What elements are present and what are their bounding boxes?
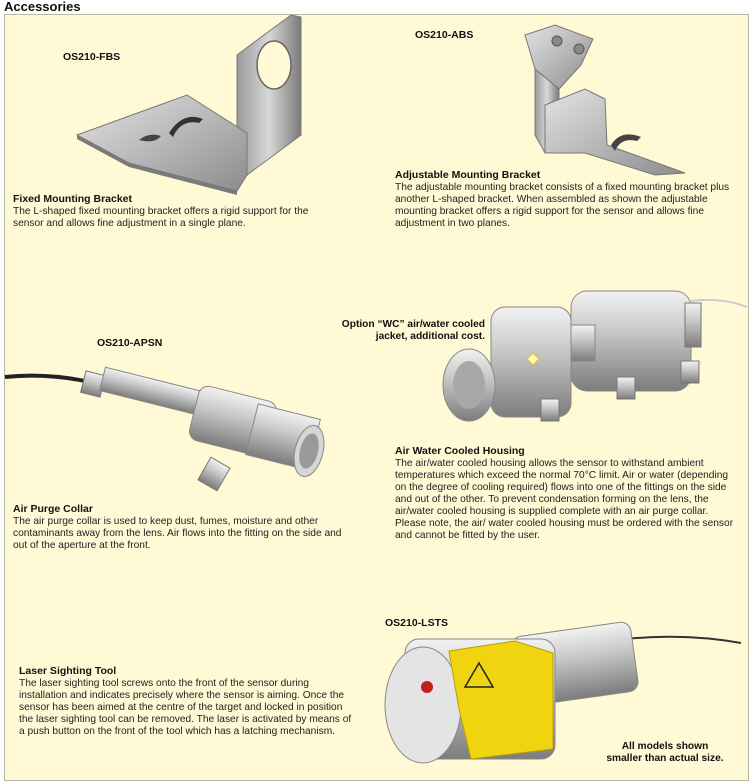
awch-title: Air Water Cooled Housing: [395, 445, 525, 457]
awch-description: The air/water cooled housing allows the …: [395, 458, 734, 541]
lsts-code: OS210-LSTS: [385, 617, 449, 629]
lsts-title: Laser Sighting Tool: [19, 665, 117, 677]
abs-title: Adjustable Mounting Bracket: [395, 169, 541, 181]
wc-option-line2: jacket, additional cost.: [375, 331, 485, 342]
air-water-cooled-housing-image: [442, 290, 748, 422]
adjustable-bracket-image: [524, 24, 686, 176]
air-purge-collar-image: [4, 366, 325, 492]
apsn-code: OS210-APSN: [97, 337, 163, 349]
lsts-description: The laser sighting tool screws onto the …: [19, 678, 352, 737]
laser-sighting-tool-image: [384, 621, 742, 764]
abs-text: Adjustable Mounting Bracket The adjustab…: [395, 169, 735, 230]
wc-option-caption: Option “WC” air/water cooled jacket, add…: [285, 319, 485, 343]
page-header: Accessories: [0, 0, 750, 14]
page-title: Accessories: [4, 0, 81, 14]
fbs-text: Fixed Mounting Bracket The L-shaped fixe…: [13, 193, 323, 230]
fbs-code: OS210-FBS: [63, 51, 121, 63]
fixed-bracket-image: [75, 14, 302, 195]
awch-text: Air Water Cooled Housing The air/water c…: [395, 445, 735, 542]
apsn-text: Air Purge Collar The air purge collar is…: [13, 503, 349, 552]
apsn-title: Air Purge Collar: [13, 503, 93, 515]
fbs-description: The L-shaped fixed mounting bracket offe…: [13, 206, 309, 229]
lsts-text: Laser Sighting Tool The laser sighting t…: [19, 665, 357, 738]
wc-option-line1: Option “WC” air/water cooled: [341, 319, 485, 330]
models-note: All models shown smaller than actual siz…: [585, 741, 745, 765]
fbs-title: Fixed Mounting Bracket: [13, 193, 133, 205]
abs-code: OS210-ABS: [415, 29, 474, 41]
accessories-panel: OS210-FBS Fixed Mounting Bracket The L-s…: [4, 14, 749, 781]
apsn-description: The air purge collar is used to keep dus…: [13, 516, 342, 551]
abs-description: The adjustable mounting bracket consists…: [395, 182, 730, 229]
models-note-line2: smaller than actual size.: [606, 753, 724, 764]
models-note-line1: All models shown: [621, 741, 709, 752]
